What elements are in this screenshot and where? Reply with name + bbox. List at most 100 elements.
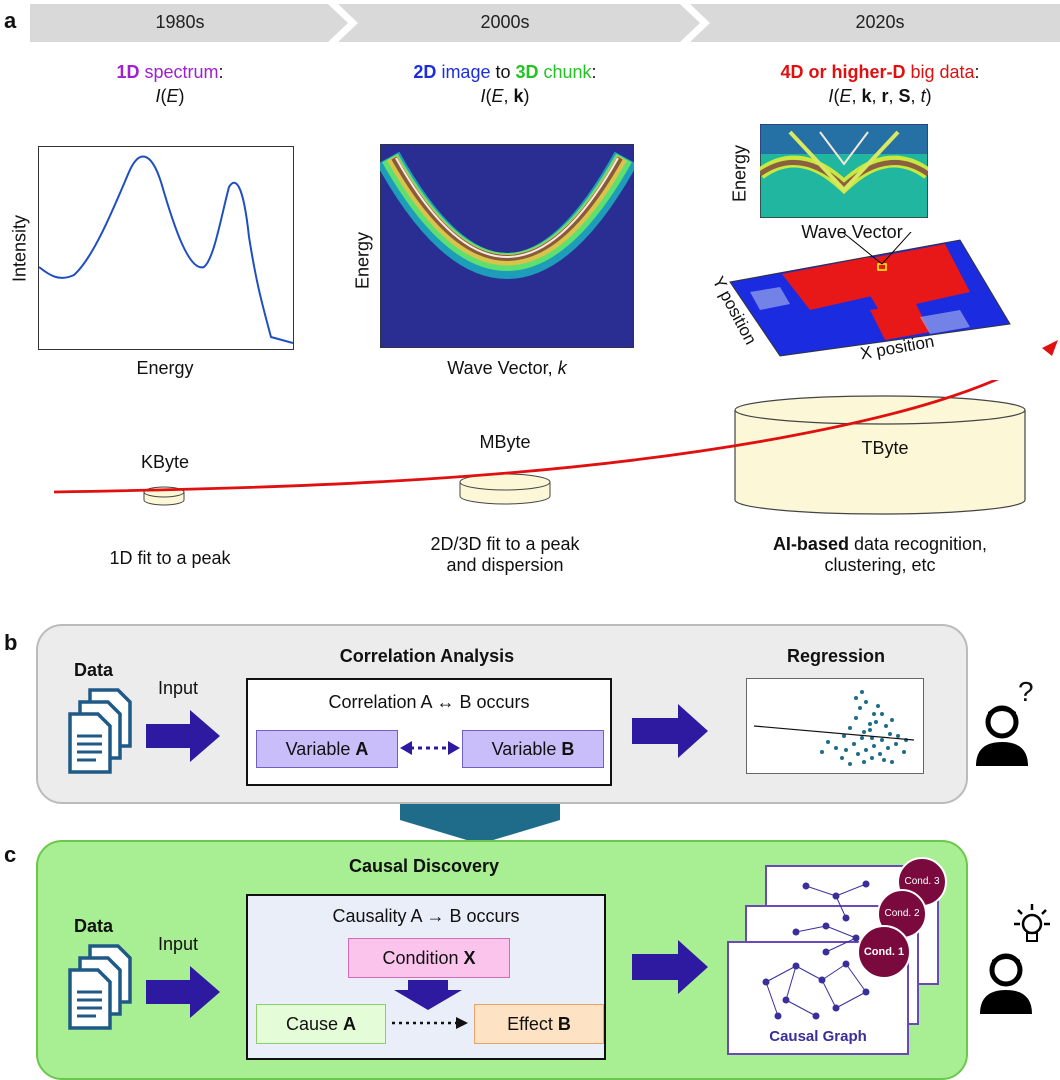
condition-prefix: Condition (382, 947, 464, 968)
method-ai: AI-based data recognition, clustering, e… (730, 534, 1030, 576)
col2-title-chunk: chunk (538, 62, 592, 82)
inset-xlabel: Wave Vector (801, 222, 903, 242)
size-tbyte: TByte (861, 438, 909, 458)
col1-title-colon: : (218, 62, 224, 82)
cond-badge-1: Cond. 1 (863, 946, 905, 958)
dispersion-ylabel: Energy (352, 231, 373, 290)
col3-formula-t: t (920, 86, 926, 106)
c-output-arrow (632, 940, 708, 994)
condition-x-box: Condition X (348, 938, 510, 978)
col2-formula-open: ( (485, 86, 492, 106)
causal-dotted-arrow (392, 1017, 468, 1029)
cause-a-box: Cause A (256, 1004, 386, 1044)
col2-formula-E: E (491, 86, 504, 106)
era-1980s: 1980s (155, 11, 205, 32)
c-input-label: Input (158, 934, 199, 954)
col3-formula-S: S (898, 86, 911, 106)
col3-formula-E: E (839, 86, 852, 106)
dispersion-xlabel-text: Wave Vector, (447, 358, 558, 378)
col2-title-to: to (490, 62, 516, 82)
variable-b-letter: B (561, 738, 575, 759)
effect-b-box: Effect B (474, 1004, 604, 1044)
method-2d3d-line2: and dispersion (446, 555, 564, 575)
spectrum-plot (38, 146, 294, 350)
variable-a-letter: A (355, 738, 369, 759)
col1-formula-E: E (166, 86, 179, 106)
panel-label-c: c (4, 842, 17, 867)
condition-down-arrow (394, 980, 462, 1010)
b-input-label: Input (158, 678, 199, 698)
col3-formula-c4: , (910, 86, 921, 106)
effect-letter: B (557, 1013, 571, 1034)
col1-formula-I: I (155, 86, 161, 106)
col2-formula-close: ) (523, 86, 530, 106)
causality-statement: Causality A → B occurs (332, 906, 520, 926)
document-stack-icon (68, 688, 132, 774)
person-icon (976, 705, 1028, 766)
era-2000s: 2000s (480, 11, 530, 32)
col3-formula-r: r (881, 86, 889, 106)
b-input-arrow (146, 710, 220, 762)
method-2d3d-line1: 2D/3D fit to a peak (430, 534, 580, 554)
col2-formula-I: I (480, 86, 486, 106)
col1-formula-open: ( (160, 86, 167, 106)
c-data-label: Data (74, 916, 114, 936)
causal-graph-stack (727, 857, 947, 1055)
era-timeline-bar (30, 4, 1060, 42)
variable-b-box: Variable B (462, 730, 604, 768)
lightbulb-icon (1014, 904, 1050, 942)
col2-title-2d: 2D (413, 62, 437, 82)
col3-title-colon: : (974, 62, 980, 82)
effect-prefix: Effect (507, 1013, 558, 1034)
col3-formula-k: k (861, 86, 872, 106)
col2-formula-k: k (513, 86, 524, 106)
inset-band-image (760, 124, 928, 218)
method-2d3d: 2D/3D fit to a peak and dispersion (380, 534, 630, 576)
col3-formula-open: ( (833, 86, 840, 106)
inset-ylabel: Energy (729, 144, 750, 203)
dispersion-image (380, 144, 634, 348)
col3-title: 4D or higher-D big data: (700, 62, 1060, 83)
correlation-statement: Correlation A ↔ B occurs (328, 692, 530, 712)
era-2020s: 2020s (855, 11, 905, 32)
col3-formula-c1: , (851, 86, 862, 106)
causal-graph-label: Causal Graph (769, 1028, 867, 1045)
col3-formula-c3: , (888, 86, 899, 106)
panel-label-a: a (4, 8, 17, 33)
growth-arrowhead (1042, 340, 1058, 356)
panel-label-b: b (4, 630, 18, 655)
method-ai-line2: clustering, etc (824, 555, 936, 575)
spatial-map (729, 232, 1011, 357)
col2-formula: I(E, k) (330, 86, 680, 107)
cond-badge-3: Cond. 3 (904, 876, 940, 887)
col1-title-1d: 1D (116, 62, 140, 82)
col1-formula: I(E) (40, 86, 300, 107)
data-size-cylinders (53, 380, 1026, 515)
col1-title-spectrum: spectrum (139, 62, 219, 82)
col3-formula-I: I (828, 86, 834, 106)
spectrum-curve (38, 155, 294, 344)
col1-title: 1D spectrum: (40, 62, 300, 83)
c-input-arrow (146, 966, 220, 1018)
variable-a-box: Variable A (256, 730, 398, 768)
col3-formula-c2: , (871, 86, 882, 106)
person-icon (980, 953, 1032, 1014)
document-stack-icon (68, 944, 132, 1030)
method-1d: 1D fit to a peak (109, 548, 231, 568)
col2-title-3d: 3D (515, 62, 539, 82)
col3-title-bigdata: big data (905, 62, 975, 82)
col2-title-colon: : (591, 62, 597, 82)
cond-badge-2: Cond. 2 (884, 908, 920, 919)
col2-title: 2D image to 3D chunk: (330, 62, 680, 83)
cause-prefix: Cause (285, 1013, 344, 1034)
b-output-arrow (632, 704, 708, 758)
cause-letter: A (343, 1013, 357, 1034)
variable-b-prefix: Variable (491, 738, 562, 759)
regression-scatter-plot (746, 678, 924, 774)
col2-title-image: image (436, 62, 491, 82)
b-data-label: Data (74, 660, 114, 680)
condition-letter: X (463, 947, 476, 968)
c-header: Causal Discovery (348, 856, 500, 876)
size-kbyte: KByte (140, 452, 190, 472)
transition-arrow (400, 804, 560, 844)
